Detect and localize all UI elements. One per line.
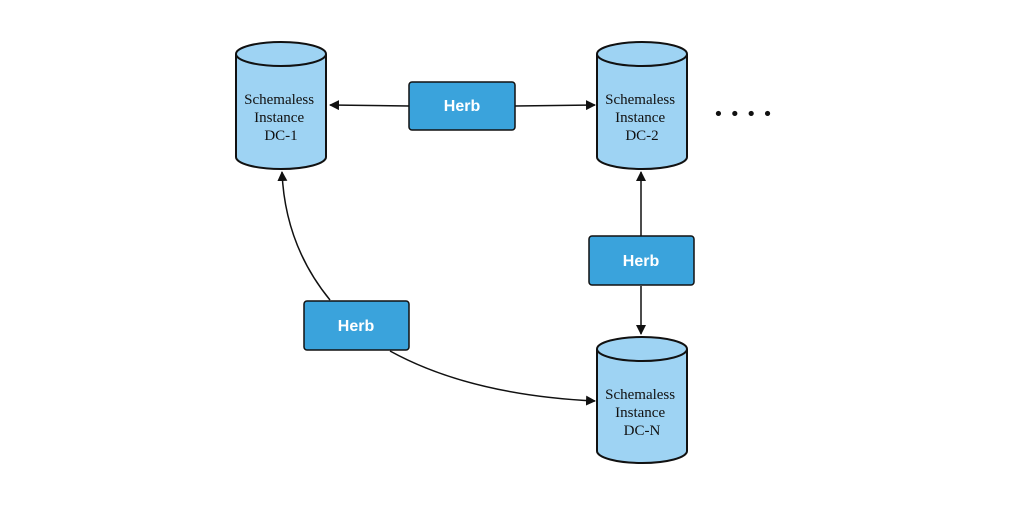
cylinder-body bbox=[596, 54, 688, 170]
instance-label-line-3: DC-1 bbox=[264, 128, 297, 144]
herb-node-top: Herb bbox=[408, 81, 516, 131]
instance-label-line-3: DC-2 bbox=[625, 128, 658, 144]
herb-label: Herb bbox=[338, 318, 375, 335]
schemaless-instance-dc2: Schemaless Instance DC-2 bbox=[596, 41, 688, 170]
more-instances-ellipsis: • • • • bbox=[713, 104, 773, 125]
herb-label: Herb bbox=[623, 253, 660, 270]
instance-label-line-2: Instance bbox=[254, 110, 304, 126]
herb-label: Herb bbox=[444, 98, 481, 115]
cylinder-body bbox=[596, 349, 688, 464]
instance-label-line-2: Instance bbox=[615, 110, 665, 126]
herb-node-left: Herb bbox=[303, 300, 410, 351]
svg-text:Schemaless Instance: Schemaless Instance DC-N bbox=[605, 387, 679, 439]
schemaless-instance-dc1: Schemaless Instance DC-1 bbox=[235, 41, 327, 170]
arrow-herb-top-to-dc2 bbox=[514, 100, 596, 111]
herb-box bbox=[303, 300, 410, 351]
herb-node-right: Herb bbox=[588, 235, 695, 286]
arrow-herb-left-to-dcn bbox=[389, 350, 596, 406]
cylinder-top bbox=[235, 41, 327, 67]
svg-text:Schemaless Instance: Schemaless Instance DC-2 bbox=[605, 92, 679, 144]
herb-box bbox=[588, 235, 695, 286]
connectors bbox=[277, 100, 646, 406]
svg-text:Schemaless Instance: Schemaless Instance DC-1 bbox=[244, 92, 318, 144]
cylinder-body bbox=[235, 54, 327, 170]
arrow-herb-top-to-dc1 bbox=[329, 100, 410, 111]
herb-box bbox=[408, 81, 516, 131]
instance-label-line-1: Schemaless bbox=[605, 387, 675, 403]
arrow-herb-left-to-dc1 bbox=[277, 171, 331, 301]
instance-label-line-3: DC-N bbox=[624, 423, 661, 439]
cylinder-top bbox=[596, 336, 688, 362]
schemaless-instance-dcn: Schemaless Instance DC-N bbox=[596, 336, 688, 464]
cylinder-top bbox=[596, 41, 688, 67]
instance-label-line-1: Schemaless bbox=[605, 92, 675, 108]
instance-label-line-2: Instance bbox=[615, 405, 665, 421]
instance-label-line-1: Schemaless bbox=[244, 92, 314, 108]
